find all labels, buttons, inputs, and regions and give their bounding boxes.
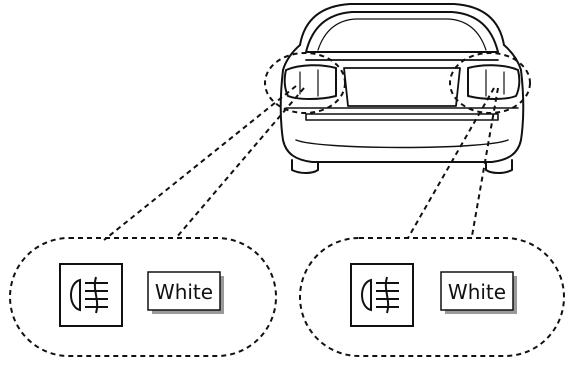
lamp-symbol xyxy=(70,278,81,312)
label-text: White xyxy=(448,280,506,304)
car-left-shoulder xyxy=(282,44,301,71)
right-leader-outer xyxy=(407,87,495,239)
right-callout-bubble xyxy=(299,237,565,357)
car-right-tail-lamp xyxy=(467,64,521,100)
lamp-symbol xyxy=(361,278,372,312)
leader-lines xyxy=(103,85,499,241)
icon-frame xyxy=(350,263,414,327)
left-callout-bubble xyxy=(9,237,277,357)
car-bumper-lower xyxy=(295,139,509,149)
left-color-label: White xyxy=(147,271,224,314)
car-rear-view xyxy=(279,3,525,174)
rear-fog-lamp-icon xyxy=(350,263,414,327)
left-leader-outer xyxy=(103,85,297,241)
car-trunk-lid xyxy=(305,59,499,107)
rear-fog-lamp-icon xyxy=(59,263,123,327)
right-callout: White xyxy=(350,263,517,327)
left-callout: White xyxy=(59,263,224,327)
lamp-highlights xyxy=(264,52,531,114)
right-color-label: White xyxy=(440,271,517,314)
car-roof xyxy=(299,3,505,46)
beam-lines xyxy=(376,276,399,314)
car-rear-window xyxy=(305,11,499,53)
label-text: White xyxy=(155,280,213,304)
right-leader-inner xyxy=(471,87,499,237)
left-leader-inner xyxy=(175,87,305,239)
car-bumper-line xyxy=(285,107,519,121)
car-left-tire xyxy=(291,159,319,174)
car-right-lamp-inner xyxy=(485,69,505,97)
car-right-shoulder xyxy=(503,44,522,71)
car-left-lamp-inner xyxy=(299,69,319,97)
callout-bubbles xyxy=(9,237,565,357)
car-right-tire xyxy=(485,159,513,174)
car-left-tail-lamp xyxy=(283,64,337,100)
icon-frame xyxy=(59,263,123,327)
label-box xyxy=(147,271,221,311)
right-lamp-highlight xyxy=(449,52,531,114)
left-lamp-highlight xyxy=(264,52,346,114)
car-lower-body xyxy=(279,69,525,163)
beam-lines xyxy=(85,276,108,314)
label-box xyxy=(440,271,514,311)
car-window-inner xyxy=(317,18,487,51)
